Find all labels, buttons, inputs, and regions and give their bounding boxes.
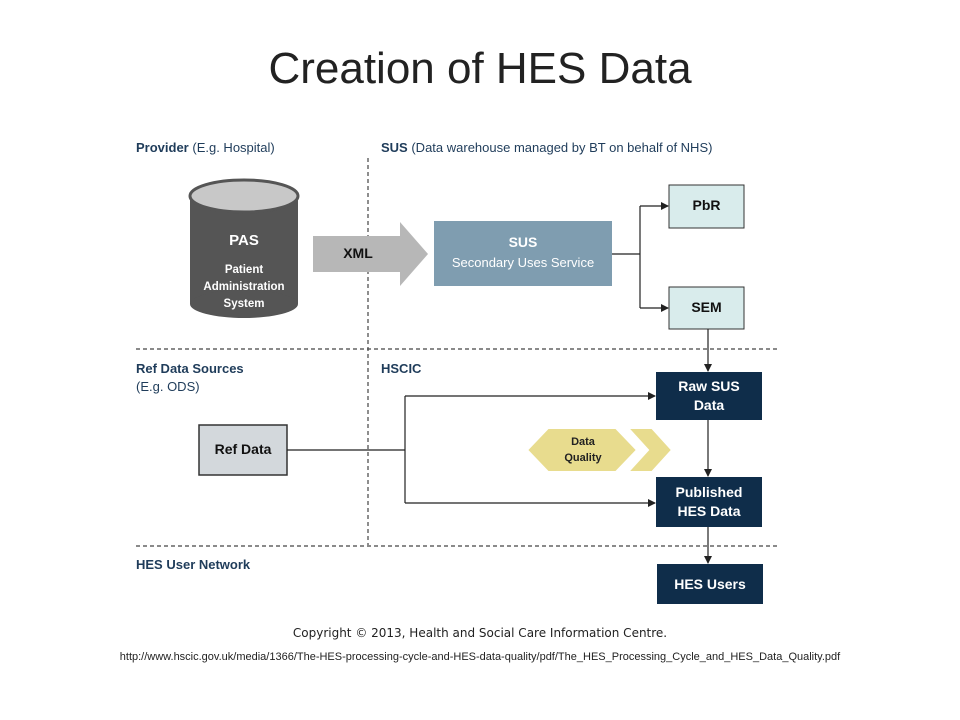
hes-users-box [657,564,763,604]
copyright-text: Copyright © 2013, Health and Social Care… [292,626,668,640]
section-provider-label: Provider (E.g. Hospital) [136,140,275,155]
xml-arrow [313,222,428,286]
raw-sus-label: Raw SUS Data [656,377,762,415]
section-sus-label: SUS (Data warehouse managed by BT on beh… [381,140,712,155]
section-hscic-label: HSCIC [381,361,421,376]
raw-sus-line2: Data [693,397,725,413]
data-quality-label: Data Quality [540,434,626,466]
pas-title: PAS [229,232,259,249]
published-line2: HES Data [677,503,741,519]
data-quality-line2: Quality [564,452,602,464]
pas-line3: System [223,298,265,310]
pas-database-icon [188,178,300,318]
section-ref-sources-bold: Ref Data Sources [136,361,244,376]
pas-line1: Patient [224,264,264,276]
sus-subtitle: Secondary Uses Service [451,255,595,270]
data-quality-chevron-front [525,427,639,473]
sus-box [434,221,612,286]
source-url[interactable]: http://www.hscic.gov.uk/media/1366/The-H… [119,651,841,663]
published-line1: Published [675,484,743,500]
pbr-box [668,184,745,229]
ref-data-label: Ref Data [214,441,272,457]
page-title: Creation of HES Data [268,44,692,93]
section-hes-user-network-bold: HES User Network [136,557,251,572]
hes-users-label: HES Users [674,576,746,592]
raw-sus-line1: Raw SUS [678,378,740,394]
xml-label: XML [343,245,373,261]
pas-line2: Administration [203,281,285,293]
data-quality-line1: Data [571,436,595,448]
ref-data-box [198,424,288,476]
published-hes-label: Published HES Data [656,483,762,521]
sem-label: SEM [691,299,722,315]
raw-sus-box [656,372,762,420]
section-provider-rest: (E.g. Hospital) [188,140,275,155]
pas-subtitle: Patient Administration System [190,262,298,313]
sem-box [668,286,745,330]
sus-title: SUS [508,234,538,250]
data-quality-chevron-back [625,427,674,473]
section-sus-rest: (Data warehouse managed by BT on behalf … [407,140,713,155]
section-provider-bold: Provider [136,140,189,155]
pbr-label: PbR [692,197,721,213]
section-ref-sources-label: Ref Data Sources [136,361,244,376]
section-sus-bold: SUS [381,140,408,155]
section-ref-sources-sub: (E.g. ODS) [136,379,200,394]
section-hscic-bold: HSCIC [381,361,422,376]
published-hes-box [656,477,762,527]
section-hes-user-network-label: HES User Network [136,557,250,572]
